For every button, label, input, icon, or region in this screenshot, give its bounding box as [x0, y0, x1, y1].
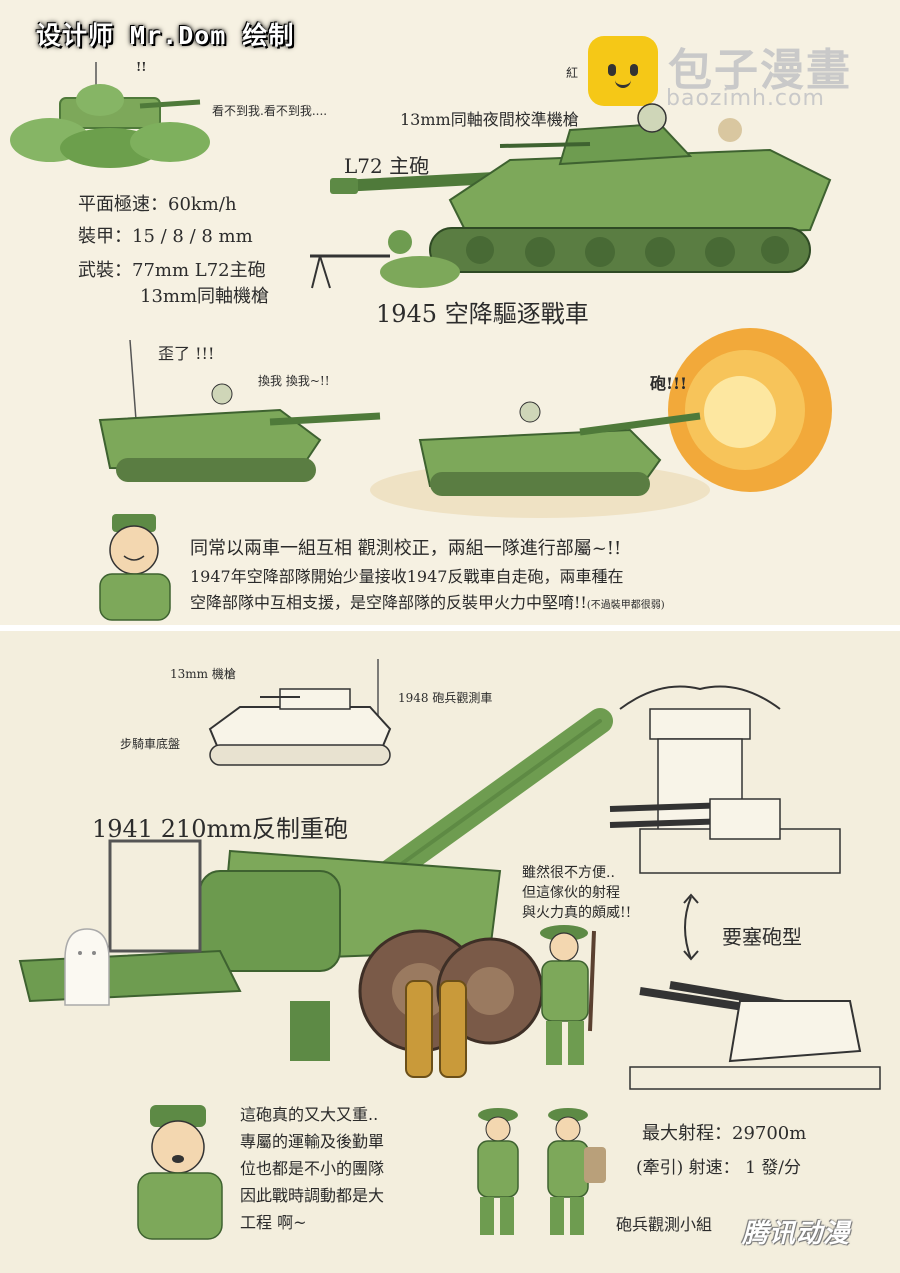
bun-mascot-icon [588, 36, 658, 106]
bottom-caption-line-1: 這砲真的又大又重.. [240, 1105, 379, 1124]
inconvenient-line-2: 但這傢伙的射程 [522, 885, 620, 901]
top-caption: 同常以兩車一組互相 觀測校正，兩組一隊進行部屬~!! 1947年空降部隊開始少量… [190, 534, 665, 619]
fire-note: 砲!!! [650, 374, 688, 393]
artist-credit: 设计师 Mr.Dom 绘制 [36, 21, 295, 50]
bottom-caption-line-3: 位也都是不小的團隊 [240, 1159, 385, 1178]
top-caption-line-3: 空降部隊中互相支援，是空降部隊的反裝甲火力中堅唷!!(不過裝甲都很弱) [190, 590, 665, 619]
top-caption-line-3-aside: (不過裝甲都很弱) [586, 600, 665, 611]
top-caption-line-3-main: 空降部隊中互相支援，是空降部隊的反裝甲火力中堅唷!! [190, 593, 587, 612]
airborne-tank-destroyer-illustration [330, 103, 832, 273]
fortress-tower-illustration [609, 685, 841, 874]
gunner-soldier-illustration [540, 925, 596, 1065]
top-caption-line-1: 同常以兩車一組互相 觀測校正，兩組一隊進行部屬~!! [190, 538, 622, 559]
ghost-figure-illustration [64, 928, 110, 1006]
hidden-tank-illustration [10, 62, 210, 168]
fortress-twin-gun-illustration [629, 981, 881, 1090]
machine-gunner-illustration [310, 230, 460, 289]
publisher-badge: 腾讯动漫 [742, 1219, 851, 1249]
spec-weapon-coax: 13mm同軸機槍 [140, 286, 270, 307]
chassis-note: 步騎車底盤 [120, 737, 181, 751]
bottom-caption-line-5: 工程 啊~ [240, 1213, 307, 1232]
spec-rate-of-fire: (牽引) 射速： 1 發/分 [636, 1158, 802, 1178]
observe-mg-note: 13mm 機槍 [170, 667, 236, 681]
firing-tank-illustration [370, 328, 832, 518]
fortress-type-note: 要塞砲型 [722, 925, 802, 949]
tilted-tank-illustration [98, 339, 381, 482]
crooked-note: 歪了 !!! [158, 344, 215, 363]
spec-speed: 平面極速：60km/h [78, 194, 237, 215]
surprise-marks: !! [136, 60, 147, 74]
top-panel: 设计师 Mr.Dom 绘制 包子漫畫 baozimh.com 紅 !! 看不到我… [0, 0, 900, 625]
bottom-caption-line-2: 專屬的運輸及後勤單 [240, 1132, 385, 1151]
top-section-title: 1945 空降驅逐戰車 [376, 300, 589, 328]
inconvenient-note: 雖然很不方便.. 但這傢伙的射程 與火力真的頗威!! [522, 863, 631, 923]
bottom-panel: 13mm 機槍 1948 砲兵觀測車 步騎車底盤 1941 210mm反制重砲 [0, 625, 900, 1273]
main-gun-note: L72 主砲 [344, 154, 430, 178]
spec-armor: 裝甲：15 / 8 / 8 mm [78, 226, 253, 247]
hiding-note: 看不到我.看不到我.... [212, 104, 328, 118]
inconvenient-line-3: 與火力真的頗威!! [522, 905, 632, 921]
coax-mg-note: 13mm同軸夜間校準機槍 [400, 110, 579, 129]
watermark-site-name: 包子漫畫 [668, 45, 852, 96]
observe-vehicle-note: 1948 砲兵觀測車 [398, 691, 493, 705]
observation-vehicle-illustration [208, 659, 392, 766]
bottom-caption-line-4: 因此戰時調動都是大 [240, 1186, 385, 1205]
bottom-section-title: 1941 210mm反制重砲 [92, 815, 349, 843]
observer-team-illustration [477, 1108, 606, 1235]
watermark-site-url: baozimh.com [666, 86, 825, 111]
narrator-soldier-illustration [99, 514, 171, 621]
spec-weapon-main: 武裝：77mm L72主砲 [78, 260, 266, 281]
swap-note: 換我 換我~!! [258, 374, 330, 388]
observer-team-note: 砲兵觀測小組 [616, 1215, 713, 1234]
spec-max-range: 最大射程：29700m [642, 1123, 807, 1144]
double-arrow-icon [683, 893, 699, 961]
bottom-narrator-illustration [137, 1105, 223, 1240]
bottom-caption: 這砲真的又大又重.. 專屬的運輸及後勤單 位也都是不小的團隊 因此戰時調動都是大… [240, 1101, 384, 1236]
partial-label: 紅 [566, 66, 579, 80]
top-caption-line-2: 1947年空降部隊開始少量接收1947反戰車自走砲，兩車種在 [190, 567, 624, 586]
inconvenient-line-1: 雖然很不方便.. [522, 865, 615, 881]
